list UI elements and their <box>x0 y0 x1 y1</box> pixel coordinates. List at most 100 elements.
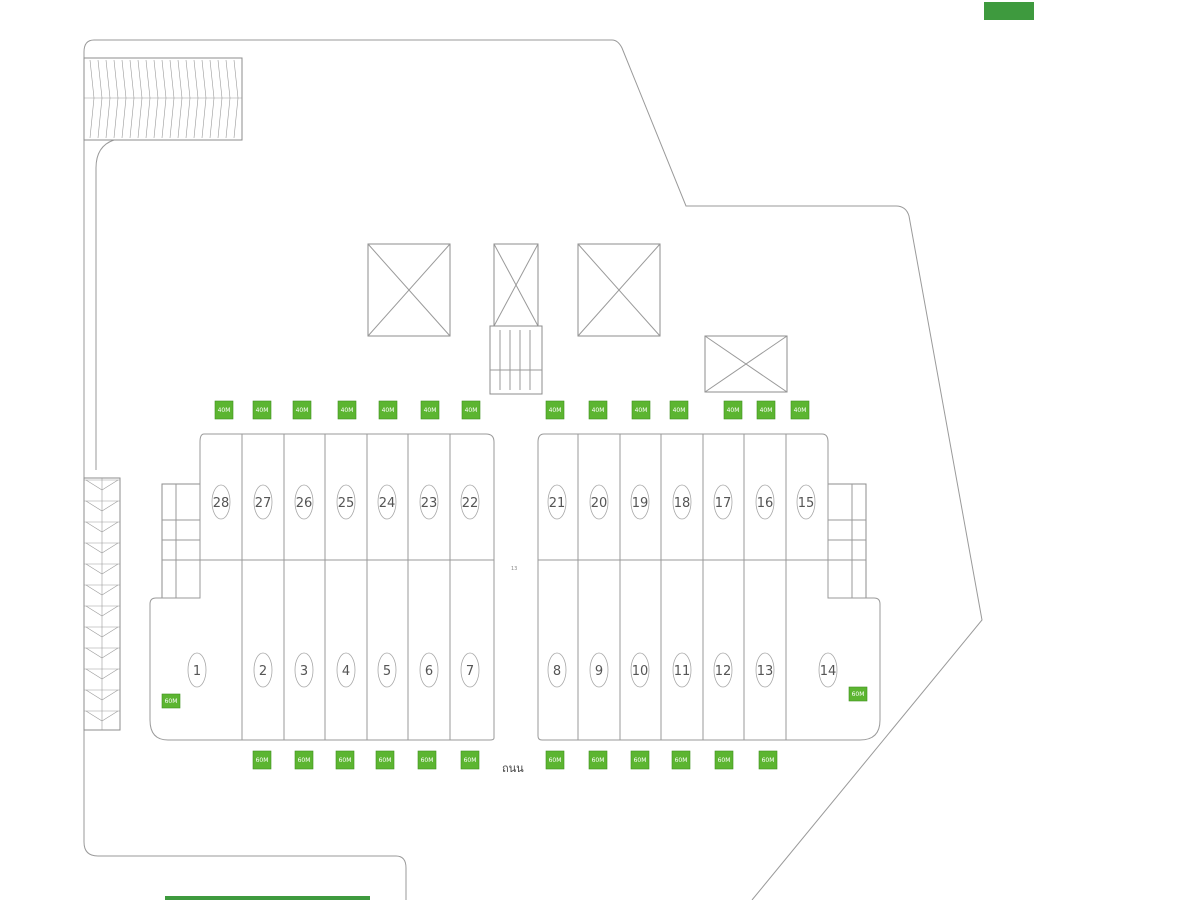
price-badge[interactable]: 60M <box>758 750 778 770</box>
lot-8[interactable]: 8 <box>547 652 567 688</box>
lot-number: 26 <box>296 496 313 511</box>
lot-number: 5 <box>383 664 391 679</box>
lot-number: 15 <box>798 496 815 511</box>
lot-7[interactable]: 7 <box>460 652 480 688</box>
lot-number: 13 <box>757 664 774 679</box>
price-badge[interactable]: 40M <box>420 400 440 420</box>
lot-18[interactable]: 18 <box>672 484 692 520</box>
lot-marker <box>377 484 397 520</box>
price-badge[interactable]: 40M <box>790 400 810 420</box>
lot-3[interactable]: 3 <box>294 652 314 688</box>
lot-2[interactable]: 2 <box>253 652 273 688</box>
price-badge[interactable]: 60M <box>630 750 650 770</box>
lot-marker <box>187 652 207 688</box>
lot-12[interactable]: 12 <box>713 652 733 688</box>
lot-9[interactable]: 9 <box>589 652 609 688</box>
lot-marker <box>419 484 439 520</box>
price-badge[interactable]: 40M <box>723 400 743 420</box>
badge-label: 60M <box>464 757 477 764</box>
building-block-east <box>537 433 881 741</box>
price-badge[interactable]: 60M <box>588 750 608 770</box>
lot-marker <box>755 652 775 688</box>
badge-label: 40M <box>794 407 807 414</box>
lot-marker <box>253 652 273 688</box>
lot-marker <box>630 484 650 520</box>
badge-label: 60M <box>718 757 731 764</box>
lot-28[interactable]: 28 <box>211 484 231 520</box>
lot-13[interactable]: 13 <box>755 652 775 688</box>
lot-17[interactable]: 17 <box>713 484 733 520</box>
lot-10[interactable]: 10 <box>630 652 650 688</box>
lot-5[interactable]: 5 <box>377 652 397 688</box>
badge-label: 60M <box>298 757 311 764</box>
lot-marker <box>377 652 397 688</box>
lot-number: 9 <box>595 664 603 679</box>
badge-label: 40M <box>549 407 562 414</box>
lot-number: 20 <box>591 496 608 511</box>
lot-marker <box>672 484 692 520</box>
price-badge[interactable]: 60M <box>714 750 734 770</box>
badge-label: 60M <box>675 757 688 764</box>
lot-marker <box>336 484 356 520</box>
parking-left <box>83 477 121 731</box>
price-badge[interactable]: 60M <box>294 750 314 770</box>
lot-number: 25 <box>338 496 355 511</box>
price-badge[interactable]: 60M <box>671 750 691 770</box>
lot-marker <box>630 652 650 688</box>
lot-19[interactable]: 19 <box>630 484 650 520</box>
price-badge[interactable]: 40M <box>756 400 776 420</box>
lot-number: 7 <box>466 664 474 679</box>
price-badge[interactable]: 40M <box>214 400 234 420</box>
price-badge[interactable]: 40M <box>292 400 312 420</box>
price-badge[interactable]: 60M <box>545 750 565 770</box>
price-badge[interactable]: 60M <box>252 750 272 770</box>
lot-15[interactable]: 15 <box>796 484 816 520</box>
lot-22[interactable]: 22 <box>460 484 480 520</box>
lot-16[interactable]: 16 <box>755 484 775 520</box>
price-badge[interactable]: 60M <box>335 750 355 770</box>
lot-number: 21 <box>549 496 566 511</box>
price-badge[interactable]: 60M <box>375 750 395 770</box>
lot-24[interactable]: 24 <box>377 484 397 520</box>
price-badge[interactable]: 40M <box>461 400 481 420</box>
parking-top-left <box>83 57 243 141</box>
utility-building-4 <box>704 335 788 393</box>
lot-21[interactable]: 21 <box>547 484 567 520</box>
price-badge[interactable]: 40M <box>545 400 565 420</box>
badge-label: 40M <box>256 407 269 414</box>
price-badge-side[interactable]: 60M <box>848 686 868 702</box>
lot-number: 2 <box>259 664 267 679</box>
price-badge[interactable]: 40M <box>337 400 357 420</box>
lot-27[interactable]: 27 <box>253 484 273 520</box>
utility-building-2 <box>493 243 539 327</box>
road-edge <box>95 139 115 470</box>
lot-1[interactable]: 1 <box>187 652 207 688</box>
badge-label: 60M <box>762 757 775 764</box>
price-badge[interactable]: 40M <box>631 400 651 420</box>
price-badge-side[interactable]: 60M <box>161 693 181 709</box>
lot-4[interactable]: 4 <box>336 652 356 688</box>
price-badge[interactable]: 60M <box>417 750 437 770</box>
price-badge[interactable]: 40M <box>378 400 398 420</box>
lot-23[interactable]: 23 <box>419 484 439 520</box>
lot-11[interactable]: 11 <box>672 652 692 688</box>
price-badge[interactable]: 60M <box>460 750 480 770</box>
lot-20[interactable]: 20 <box>589 484 609 520</box>
lot-14[interactable]: 14 <box>818 652 838 688</box>
lot-marker <box>460 652 480 688</box>
price-badge[interactable]: 40M <box>669 400 689 420</box>
price-badge[interactable]: 40M <box>588 400 608 420</box>
lot-25[interactable]: 25 <box>336 484 356 520</box>
lot-6[interactable]: 6 <box>419 652 439 688</box>
price-badge[interactable]: 40M <box>252 400 272 420</box>
lot-marker <box>336 652 356 688</box>
badge-label: 60M <box>592 757 605 764</box>
lot-marker <box>294 484 314 520</box>
badge-label: 60M <box>379 757 392 764</box>
site-boundary <box>94 39 983 900</box>
badge-label: 60M <box>165 698 178 705</box>
center-aisle-label: 13 <box>511 566 517 572</box>
lot-26[interactable]: 26 <box>294 484 314 520</box>
lot-number: 28 <box>213 496 230 511</box>
site-boundary-left <box>83 39 407 900</box>
